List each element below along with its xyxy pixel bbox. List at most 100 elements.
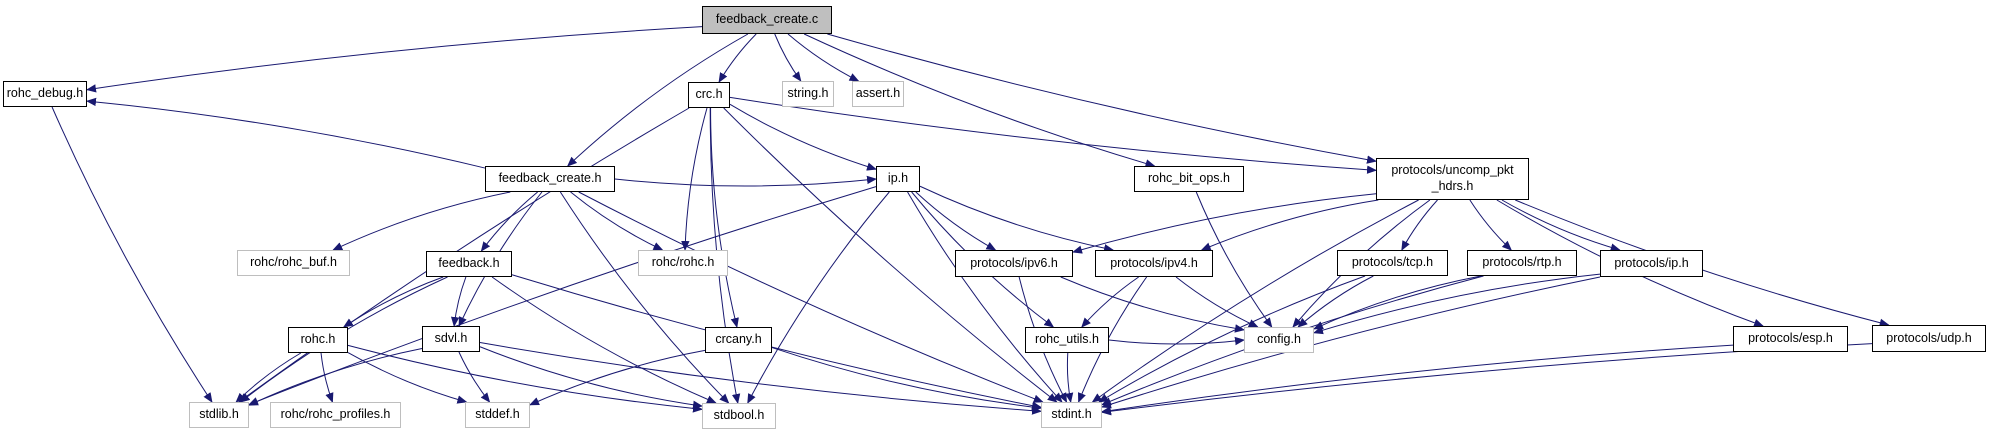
- include-edge-crcany-h-to-stdint-h: [771, 347, 1042, 412]
- include-edge-feedback-create-h-to-rohc-debug-h: [86, 97, 486, 169]
- graph-node-label: rohc.h: [300, 332, 336, 347]
- graph-node-rohc-bit-ops-h[interactable]: rohc_bit_ops.h: [1134, 166, 1244, 192]
- graph-node-feedback-create-h[interactable]: feedback_create.h: [485, 166, 615, 192]
- include-edge-feedback-create-h-to-rohc-rohc-h: [570, 191, 664, 251]
- graph-node-label: protocols/ipv6.h: [970, 255, 1058, 270]
- graph-node-esp-h[interactable]: protocols/esp.h: [1733, 326, 1848, 352]
- include-edge-ip-h-to-stdbool-h: [747, 191, 890, 404]
- include-edge-crc-h-to-crcany-h: [710, 107, 739, 328]
- graph-node-label: stdint.h: [1051, 407, 1092, 422]
- include-edge-feedback-create-h-to-rohc-buf-h: [332, 191, 511, 251]
- include-edge-sdvl-h-to-stddef-h: [458, 351, 491, 403]
- include-edge-udp-h-to-stdint-h: [1101, 343, 1873, 416]
- graph-node-sdvl-h[interactable]: sdvl.h: [422, 326, 480, 352]
- graph-node-rohc-buf-h[interactable]: rohc/rohc_buf.h: [237, 250, 350, 276]
- include-edge-feedback-h-to-rohc-h: [342, 276, 444, 328]
- graph-node-label: protocols/esp.h: [1748, 331, 1833, 346]
- include-edge-crc-h-to-stdint-h: [723, 107, 1058, 403]
- include-edge-root-to-string-h: [774, 33, 802, 82]
- include-edge-feedback-h-to-sdvl-h: [450, 276, 467, 327]
- graph-node-label: rohc/rohc_profiles.h: [280, 407, 391, 422]
- graph-node-rtp-h[interactable]: protocols/rtp.h: [1467, 250, 1577, 276]
- graph-node-rohc-utils-h[interactable]: rohc_utils.h: [1025, 327, 1109, 353]
- include-edge-rtp-h-to-config-h: [1313, 275, 1482, 330]
- include-edge-feedback-h-to-stdbool-h: [491, 276, 717, 404]
- graph-node-label: rohc_bit_ops.h: [1147, 171, 1230, 186]
- include-edge-root-to-feedback-create-h: [567, 33, 749, 167]
- graph-node-label: config.h: [1257, 332, 1301, 347]
- include-edge-feedback-create-h-to-ip-h: [614, 175, 877, 187]
- graph-node-crcany-h[interactable]: crcany.h: [705, 327, 772, 353]
- graph-node-label: protocols/tcp.h: [1351, 255, 1434, 270]
- graph-node-label: stdlib.h: [199, 407, 239, 422]
- include-edge-feedback-create-h-to-stdbool-h: [559, 191, 730, 404]
- graph-node-label: protocols/udp.h: [1886, 330, 1972, 345]
- graph-node-proto-ip-h[interactable]: protocols/ip.h: [1600, 250, 1703, 277]
- include-edge-crcany-h-to-stddef-h: [529, 349, 706, 406]
- include-edge-ipv4-h-to-config-h: [1175, 276, 1259, 328]
- include-edge-root-to-uncomp-pkt-hdrs-h: [827, 33, 1377, 164]
- include-edge-uncomp-pkt-hdrs-h-to-tcp-h: [1401, 199, 1438, 251]
- include-edge-rohc-debug-h-to-stdlib-h: [51, 106, 213, 403]
- graph-node-label: protocols/uncomp_pkt _hdrs.h: [1391, 163, 1514, 193]
- include-edge-ip-h-to-stdint-h: [907, 191, 1063, 403]
- graph-node-stddef-h[interactable]: stddef.h: [465, 402, 530, 428]
- include-edge-feedback-create-h-to-feedback-h: [480, 191, 538, 252]
- include-edge-rohc-h-to-stdlib-h: [235, 352, 302, 403]
- graph-node-stdint-h[interactable]: stdint.h: [1041, 402, 1102, 428]
- graph-node-feedback-h[interactable]: feedback.h: [426, 251, 512, 277]
- include-edge-uncomp-pkt-hdrs-h-to-rtp-h: [1469, 199, 1512, 251]
- include-edge-sdvl-h-to-stdbool-h: [479, 346, 703, 409]
- include-edge-uncomp-pkt-hdrs-h-to-ipv6-h: [1072, 193, 1377, 254]
- graph-node-label: protocols/rtp.h: [1482, 255, 1562, 270]
- include-edge-root-to-assert-h: [787, 33, 860, 82]
- include-edge-proto-ip-h-to-stdint-h: [1101, 276, 1601, 409]
- graph-node-config-h[interactable]: config.h: [1244, 327, 1314, 353]
- graph-node-tcp-h[interactable]: protocols/tcp.h: [1337, 250, 1448, 276]
- graph-node-ipv6-h[interactable]: protocols/ipv6.h: [955, 250, 1073, 277]
- graph-node-root[interactable]: feedback_create.c: [702, 6, 832, 34]
- graph-node-label: stdbool.h: [713, 408, 765, 423]
- graph-node-rohc-profiles-h[interactable]: rohc/rohc_profiles.h: [270, 402, 401, 428]
- include-edge-feedback-h-to-stdint-h: [511, 274, 1042, 410]
- graph-node-label: rohc/rohc.h: [651, 255, 715, 270]
- graph-node-udp-h[interactable]: protocols/udp.h: [1872, 325, 1986, 352]
- include-edge-uncomp-pkt-hdrs-h-to-proto-ip-h: [1501, 199, 1621, 252]
- graph-node-rohc-debug-h[interactable]: rohc_debug.h: [3, 81, 87, 107]
- graph-node-label: crc.h: [695, 87, 723, 102]
- graph-node-ip-h[interactable]: ip.h: [876, 166, 920, 192]
- include-edge-ipv6-h-to-config-h: [1060, 276, 1245, 333]
- include-edge-ipv4-h-to-rohc-utils-h: [1081, 276, 1139, 328]
- graph-node-ipv4-h[interactable]: protocols/ipv4.h: [1095, 250, 1213, 277]
- include-edge-root-to-rohc-debug-h: [86, 26, 703, 93]
- graph-node-string-h[interactable]: string.h: [782, 81, 834, 107]
- graph-node-assert-h[interactable]: assert.h: [852, 81, 904, 107]
- graph-node-label: rohc/rohc_buf.h: [250, 255, 337, 270]
- include-edge-uncomp-pkt-hdrs-h-to-stdint-h: [1091, 199, 1419, 403]
- graph-node-label: protocols/ipv4.h: [1110, 255, 1198, 270]
- graph-node-label: feedback_create.h: [498, 171, 602, 186]
- graph-node-rohc-rohc-h[interactable]: rohc/rohc.h: [638, 250, 728, 276]
- graph-node-stdbool-h[interactable]: stdbool.h: [702, 403, 776, 429]
- include-edge-esp-h-to-stdint-h: [1101, 344, 1734, 415]
- include-edge-crc-h-to-rohc-rohc-h: [681, 107, 708, 251]
- graph-node-label: stddef.h: [475, 407, 520, 422]
- graph-node-rohc-h[interactable]: rohc.h: [288, 327, 348, 353]
- graph-node-uncomp-pkt-hdrs-h[interactable]: protocols/uncomp_pkt _hdrs.h: [1376, 158, 1529, 200]
- include-edge-rohc-bit-ops-h-to-config-h: [1195, 191, 1273, 328]
- graph-node-label: assert.h: [855, 86, 901, 101]
- graph-node-crc-h[interactable]: crc.h: [688, 82, 730, 108]
- graph-node-label: rohc_utils.h: [1035, 332, 1099, 347]
- include-edge-rohc-h-to-stddef-h: [347, 352, 468, 404]
- graph-node-label: string.h: [787, 86, 829, 101]
- graph-node-label: feedback_create.c: [715, 12, 819, 27]
- include-edge-uncomp-pkt-hdrs-h-to-ipv4-h: [1200, 199, 1379, 251]
- include-edge-rohc-utils-h-to-stdint-h: [1064, 352, 1074, 403]
- graph-node-label: ip.h: [887, 171, 909, 186]
- include-edge-tcp-h-to-stdint-h: [1098, 275, 1366, 403]
- include-edge-crc-h-to-uncomp-pkt-hdrs-h: [729, 96, 1377, 174]
- graph-node-stdlib-h[interactable]: stdlib.h: [189, 402, 249, 428]
- graph-node-label: crcany.h: [715, 332, 762, 347]
